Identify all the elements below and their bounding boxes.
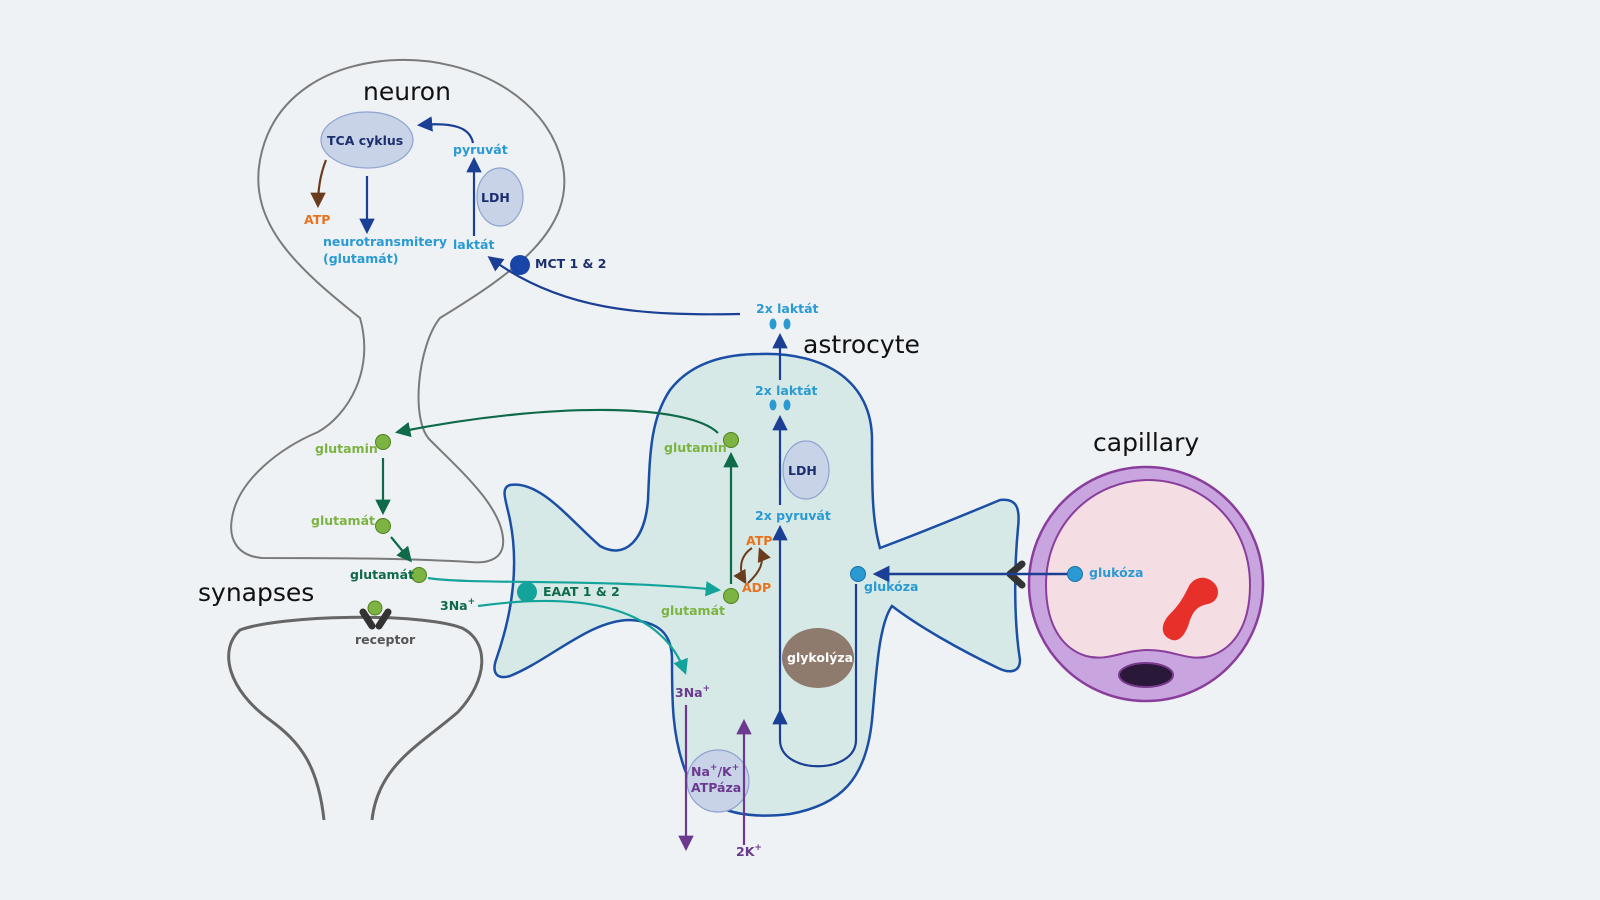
arrow-glycolysis-loop [772, 584, 858, 768]
neuron-lactate-label: laktát [453, 237, 494, 252]
arrow-glutamate-to-astrocyte [427, 576, 722, 597]
eaat-label: EAAT 1 & 2 [543, 584, 620, 599]
neuron-pyruvate-label: pyruvát [453, 142, 508, 157]
astro-atp-label: ATP [746, 533, 772, 548]
neuron-title: neuron [363, 77, 451, 106]
neuron-ldh-bubble [476, 167, 524, 227]
synapses-title: synapses [198, 578, 314, 607]
potassium-label: 2K+ [736, 843, 762, 859]
neuron-ldh-label: LDH [481, 190, 510, 205]
synapse-glutamate-label: glutamát [350, 567, 414, 582]
sodium-in-label: 3Na+ [440, 597, 475, 613]
mct-transporter [510, 255, 530, 275]
arrow-adp-to-atp [747, 547, 771, 584]
astro-lactate-dot-2 [783, 399, 791, 411]
astro-lactate-label: 2x laktát [755, 383, 818, 398]
capillary-lumen [1044, 478, 1252, 659]
astro-glutamate-label: glutamát [661, 603, 725, 618]
astro-glutamate-dot [723, 588, 739, 604]
receptor-label: receptor [355, 632, 416, 647]
arrow-sodium-in [477, 599, 688, 675]
tca-label: TCA cyklus [327, 133, 403, 148]
astro-glutamine-dot [723, 432, 739, 448]
out-lactate-dot-2 [783, 318, 791, 330]
astro-lactate-dot-1 [769, 399, 777, 411]
astro-pyruvate-label: 2x pyruvát [755, 508, 831, 523]
astro-adp-label: ADP [742, 580, 771, 595]
receptor-glutamate-dot [367, 600, 383, 616]
neuron-glutamate-label: glutamát [311, 513, 375, 528]
neuron-atp-label: ATP [304, 212, 330, 227]
astro-ldh-bubble [782, 440, 830, 500]
synapse-glutamate-dot [411, 567, 427, 583]
astro-glucose-label: glukóza [864, 579, 918, 594]
capillary-glucose-label: glukóza [1089, 565, 1143, 580]
mct-label: MCT 1 & 2 [535, 256, 607, 271]
red-blood-cell [1162, 577, 1219, 641]
receptor-icon [359, 608, 392, 630]
glycolysis-label: glykolýza [787, 650, 853, 665]
endothelial-nucleus [1118, 662, 1174, 688]
neuron-membrane [230, 58, 566, 564]
neuron-glutamine-label: glutamin [315, 441, 378, 456]
astro-glutamine-label: glutamin [664, 440, 727, 455]
pump-label-line1: Na+/K+ [691, 763, 739, 779]
astro-glucose-dot [850, 566, 866, 582]
capillary-glucose-dot [1067, 566, 1083, 582]
arrow-glutamate-to-synapse [390, 536, 412, 563]
capillary-title: capillary [1093, 428, 1199, 457]
neurotransmitters-glutamate-label: (glutamát) [323, 251, 398, 266]
eaat-transporter [517, 582, 537, 602]
neuron-glutamine-dot [375, 434, 391, 450]
postsynaptic-membrane [227, 615, 484, 821]
pump-label-line2: ATPáza [691, 780, 741, 795]
glycolysis-bubble [782, 628, 854, 688]
arrow-atp-to-adp [733, 547, 753, 585]
sodium-out-label: 3Na+ [675, 684, 710, 700]
out-lactate-dot-1 [769, 318, 777, 330]
arrow-lactate-to-neuron [487, 256, 741, 316]
arrow-pyruvate-to-tca [416, 116, 475, 144]
astro-ldh-label: LDH [788, 463, 817, 478]
neuron-glutamate-dot [375, 518, 391, 534]
arrow-glutamine-astro-to-neuron [394, 408, 719, 438]
out-lactate-label: 2x laktát [756, 301, 819, 316]
neurotransmitters-label: neurotransmitery [323, 234, 447, 249]
astrocyte-title: astrocyte [803, 330, 920, 359]
arrow-tca-to-atp [310, 159, 328, 209]
tca-cycle-bubble [320, 111, 414, 169]
